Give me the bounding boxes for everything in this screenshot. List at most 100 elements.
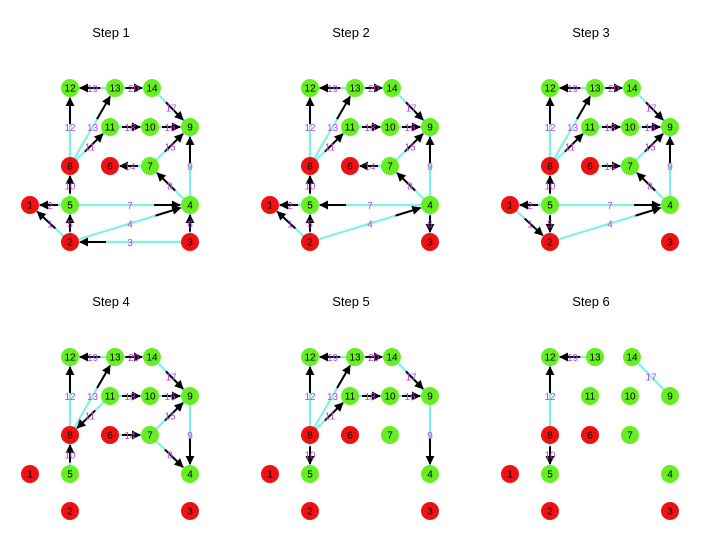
node-10 [621,387,639,405]
node-label-10: 10 [144,123,156,134]
edge-label-4: 4 [127,220,133,231]
node-1 [21,465,39,483]
arrow-edge-15 [404,133,424,153]
node-label-5: 5 [67,201,73,212]
node-label-10: 10 [624,123,636,134]
edge-label-12: 12 [64,392,76,403]
node-label-14: 14 [626,84,638,95]
node-label-2: 2 [547,238,553,249]
node-label-1: 1 [507,470,513,481]
arrow-edge-11 [324,133,344,153]
arrow-edge-17 [165,370,184,390]
edge-label-8: 8 [407,182,413,193]
edge-label-11: 11 [325,143,336,154]
node-label-12: 12 [64,84,76,95]
node-label-7: 7 [627,431,633,442]
panel-title: Step 6 [572,294,610,309]
node-5 [541,196,559,214]
edge-label-10: 10 [544,182,556,193]
edge-label-17: 17 [405,104,417,115]
arrow-edge-17 [405,101,424,121]
node-6 [101,426,119,444]
node-1 [501,465,519,483]
node-label-14: 14 [146,353,158,364]
arrow-edge-15 [164,402,184,422]
node-9 [421,118,439,136]
node-label-2: 2 [547,507,553,518]
node-label-14: 14 [386,84,398,95]
node-label-10: 10 [624,392,636,403]
edge-label-11: 11 [565,143,576,154]
edge-label-16: 16 [404,392,416,403]
node-label-10: 10 [384,123,396,134]
edge-label-19: 19 [567,353,579,364]
node-3 [181,233,199,251]
node-label-9: 9 [427,123,433,134]
node-6 [341,157,359,175]
node-1 [261,196,279,214]
arrow-edge-4 [635,206,662,217]
node-label-13: 13 [349,353,361,364]
edge-label-18: 18 [124,392,136,403]
node-3 [421,233,439,251]
node-11 [101,387,119,405]
node-label-1: 1 [27,470,33,481]
edge-label-17: 17 [405,373,417,384]
node-12 [301,348,319,366]
edge-label-15: 15 [644,143,656,154]
panel-title: Step 1 [92,25,130,40]
edge-label-15: 15 [404,143,416,154]
node-13 [106,79,124,97]
node-label-4: 4 [427,470,433,481]
node-1 [501,196,519,214]
edge-label-12: 12 [304,392,316,403]
node-label-12: 12 [304,84,316,95]
node-label-11: 11 [585,123,596,134]
node-2 [541,233,559,251]
edge-label-8: 8 [167,451,173,462]
node-6 [581,157,599,175]
edge-label-17: 17 [645,373,657,384]
node-12 [61,79,79,97]
node-label-13: 13 [349,84,361,95]
node-5 [301,196,319,214]
edge-label-9: 9 [427,431,433,442]
node-label-5: 5 [547,201,553,212]
arrow-edge-11 [76,409,96,429]
node-label-12: 12 [544,84,556,95]
node-10 [381,387,399,405]
node-7 [381,426,399,444]
edge-label-12: 12 [64,123,76,134]
edge-label-9: 9 [667,162,673,173]
node-3 [661,233,679,251]
arrow-edge-13 [96,364,111,389]
arrows [545,352,581,465]
node-label-13: 13 [109,84,121,95]
edge-label-9: 9 [187,162,193,173]
node-6 [581,426,599,444]
node-label-3: 3 [667,507,673,518]
node-label-7: 7 [147,431,153,442]
edge-label-2: 2 [527,201,533,212]
node-label-14: 14 [146,84,158,95]
node-label-9: 9 [427,392,433,403]
node-3 [661,502,679,520]
edge-label-14: 14 [364,162,376,173]
edge-label-10: 10 [544,451,556,462]
node-8 [301,426,319,444]
edge-label-16: 16 [164,392,176,403]
node-2 [301,502,319,520]
node-label-1: 1 [507,201,513,212]
arrow-edge-8 [396,172,416,192]
arrow-edge-8 [156,172,176,192]
node-label-2: 2 [307,507,313,518]
edge-label-19: 19 [567,84,579,95]
